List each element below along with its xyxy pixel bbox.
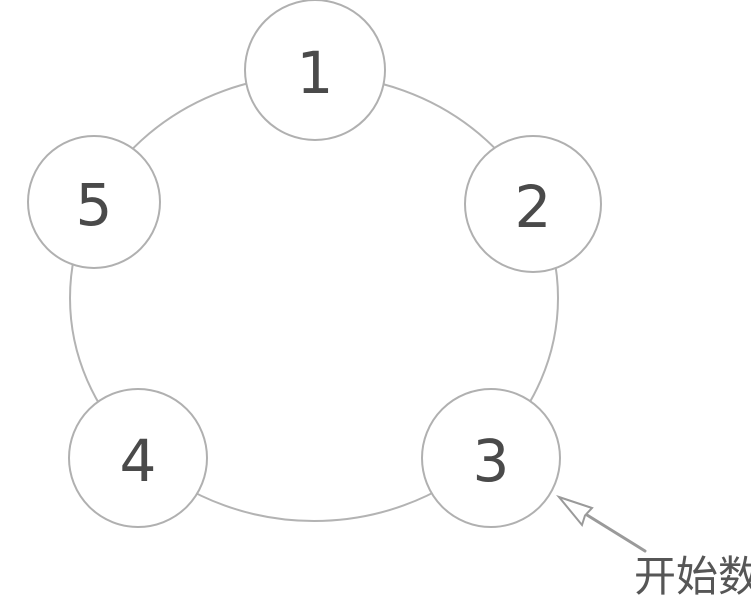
node-circle-1 xyxy=(244,0,386,141)
node-circle-2 xyxy=(464,135,602,273)
node-label-4: 4 xyxy=(120,427,157,495)
node-circle-4 xyxy=(68,388,208,528)
node-label-2: 2 xyxy=(515,173,552,241)
node-label-3: 3 xyxy=(473,427,510,495)
arrow-head-icon xyxy=(556,494,594,528)
node-circle-5 xyxy=(27,135,161,269)
node-circle-3 xyxy=(421,388,561,528)
arrow-line xyxy=(585,513,647,553)
node-label-5: 5 xyxy=(76,171,113,239)
annotation-label: 开始数 xyxy=(634,552,751,601)
node-label-1: 1 xyxy=(297,39,334,107)
